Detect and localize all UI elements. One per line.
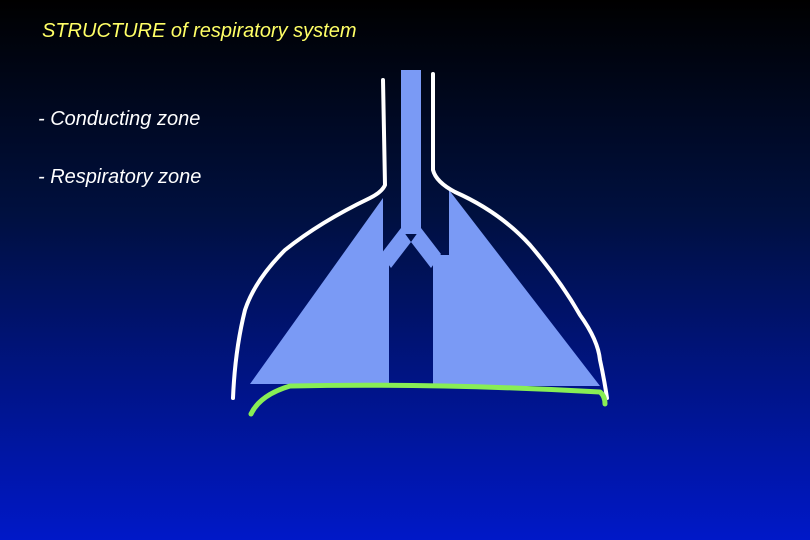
left-pleura-outline	[231, 78, 387, 400]
diaphragm	[248, 382, 608, 417]
bullet-respiratory-zone: - Respiratory zone	[38, 166, 202, 188]
right-lung-stem	[433, 255, 449, 385]
right-lung	[449, 190, 600, 386]
slide-title: STRUCTURE of respiratory system	[42, 20, 357, 42]
left-lung-stem	[381, 255, 389, 385]
right-pleura-outline	[431, 72, 609, 400]
bullet-conducting-zone: - Conducting zone	[38, 108, 201, 130]
trachea	[401, 70, 421, 234]
left-lung	[250, 198, 383, 384]
